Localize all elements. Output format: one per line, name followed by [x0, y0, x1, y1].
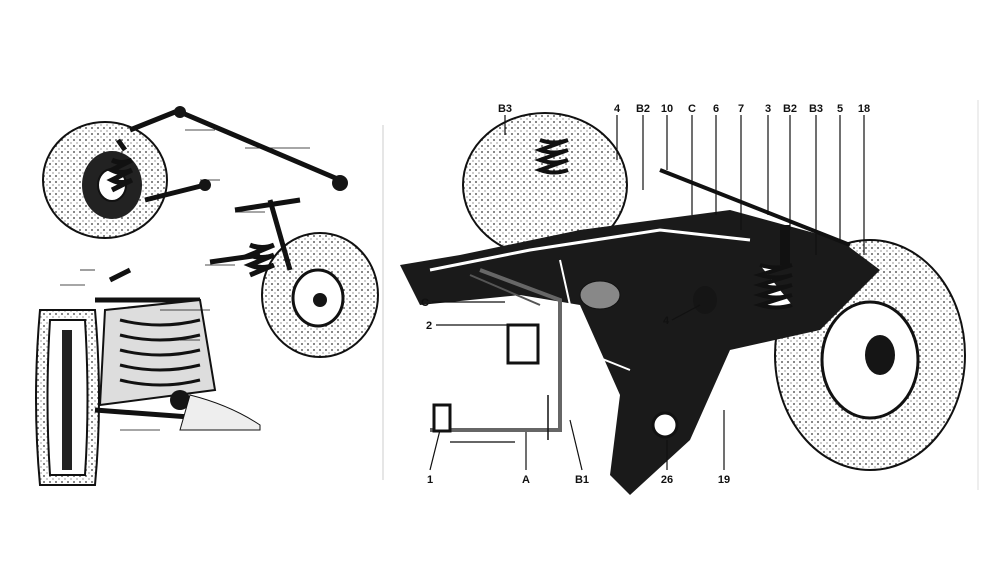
callout-26: 26 [661, 474, 673, 486]
callout-19: 19 [718, 474, 730, 486]
callout-3: 3 [765, 103, 771, 115]
rear-subframe [400, 210, 880, 495]
callout-b3-second: B3 [809, 103, 823, 115]
callout-b1: B1 [575, 474, 589, 486]
callout-4: 4 [614, 103, 621, 115]
callout-6: 6 [713, 103, 719, 115]
front-suspension-illustration [42, 106, 379, 358]
callout-c: C [688, 103, 696, 115]
callout-b2-second: B2 [783, 103, 797, 115]
rear-suspension-illustration [400, 112, 966, 495]
anti-roll-bar [179, 109, 341, 183]
callout-1: 1 [427, 474, 433, 486]
callout-2: 2 [426, 320, 432, 332]
side-callout-labels: C 2 4 [421, 297, 670, 332]
callout-a: A [522, 474, 530, 486]
callout-18: 18 [858, 103, 870, 115]
pump [432, 403, 452, 433]
callout-5: 5 [837, 103, 843, 115]
bottom-callout-labels: 1 A B1 26 19 [427, 474, 730, 486]
front-coil-spring [106, 138, 134, 193]
callout-7: 7 [738, 103, 744, 115]
callout-10: 10 [661, 103, 673, 115]
callout-c-side: C [421, 297, 429, 309]
front-suspension-section [35, 267, 261, 486]
callout-b2: B2 [636, 103, 650, 115]
hydraulic-line-a [430, 268, 562, 432]
callout-4-side: 4 [663, 315, 670, 327]
leader-lines [429, 115, 865, 471]
rear-right-spring [753, 263, 793, 310]
reservoir [506, 323, 540, 365]
rear-left-spring [534, 138, 569, 175]
callout-b3: B3 [498, 103, 512, 115]
top-callout-labels: B3 4 B2 10 C 6 7 3 B2 B3 5 18 [498, 103, 870, 115]
